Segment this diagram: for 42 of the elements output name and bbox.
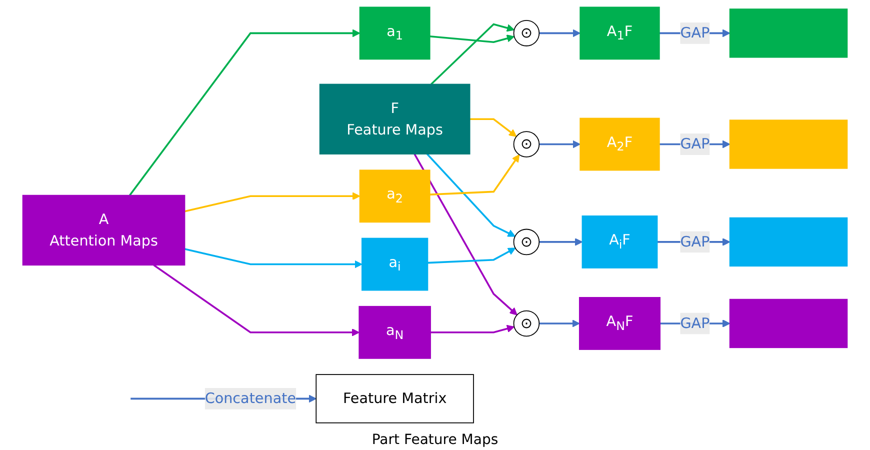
arrow xyxy=(129,29,360,196)
caption-label: Part Feature Maps xyxy=(372,432,498,448)
arrow xyxy=(428,248,516,264)
node-box xyxy=(359,170,430,223)
arrow xyxy=(414,154,518,316)
node-bar xyxy=(729,298,848,348)
arrow xyxy=(426,153,516,237)
node-box xyxy=(362,238,428,291)
arrow xyxy=(184,192,360,212)
arrow xyxy=(470,118,517,137)
arrow xyxy=(430,324,515,334)
node-box xyxy=(582,215,658,268)
node-box xyxy=(580,118,660,171)
node-circle xyxy=(513,310,540,337)
node-box xyxy=(359,6,430,60)
edge-label: Concatenate xyxy=(204,390,296,407)
arrow xyxy=(539,140,580,148)
arrow xyxy=(430,34,515,44)
arrow xyxy=(539,29,580,38)
node-bar xyxy=(729,8,848,58)
flowchart-diagram: GAP GAP GAP GAP Concatenate F Feature Maps A Attention Maps a$_{1}$ a$_{2}$ a$_{i}$ a$_{N}$ ⊙ ⊙ ⊙ ⊙ A$_{1}$F A$_{2}$F A$_{i}$F A$_{N}$F Feature Matrix xyxy=(0,0,870,430)
node-box xyxy=(358,306,431,359)
node-box xyxy=(580,6,660,60)
arrow xyxy=(153,264,360,336)
edge-label: GAP xyxy=(680,24,710,42)
node-box xyxy=(578,297,661,350)
node-box xyxy=(319,84,470,154)
arrow xyxy=(430,154,520,196)
edge-label: GAP xyxy=(680,233,710,250)
node-circle xyxy=(513,131,540,158)
arrow xyxy=(430,23,515,85)
node-bar xyxy=(729,217,848,267)
node-bar xyxy=(729,120,848,169)
arrow xyxy=(539,238,583,246)
edge-label: GAP xyxy=(680,135,710,152)
node-circle xyxy=(513,20,540,46)
arrow xyxy=(539,320,580,328)
node-box xyxy=(22,194,186,266)
node-box xyxy=(316,374,474,424)
edge-label: GAP xyxy=(680,314,710,332)
arrow xyxy=(184,248,362,268)
node-circle xyxy=(513,228,540,256)
